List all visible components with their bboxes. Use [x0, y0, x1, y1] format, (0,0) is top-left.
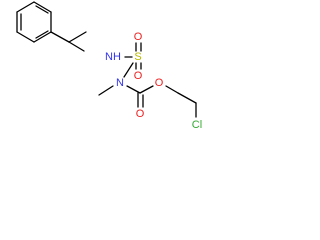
ring-double-bond — [35, 30, 49, 39]
atom-labels: NH S O O N O O Cl — [105, 31, 202, 131]
sulfonyl-nh-label: NH — [105, 51, 121, 63]
single-bond — [139, 85, 154, 94]
ring-bond — [16, 31, 35, 43]
single-bond — [165, 85, 179, 94]
ring-bond — [33, 31, 52, 43]
chemical-structure: NH S O O N O O Cl — [16, 1, 202, 131]
single-bond — [68, 31, 87, 43]
carbonyl-oxygen-label: O — [136, 108, 145, 120]
carbamate-nitrogen-label: N — [116, 77, 124, 89]
ester-oxygen-label: O — [155, 77, 164, 89]
sulfur-label: S — [134, 51, 141, 63]
single-bond — [68, 41, 85, 52]
sulfonyl-oxygen-top-label: O — [134, 31, 143, 43]
bonds — [16, 1, 197, 118]
ring-bond — [33, 1, 52, 13]
sulfonyl-oxygen-bottom-label: O — [134, 70, 143, 82]
single-bond — [98, 85, 114, 96]
single-bond — [126, 85, 141, 94]
single-bond — [50, 31, 70, 43]
chlorine-label: Cl — [192, 119, 202, 131]
single-bond — [123, 62, 134, 78]
ring-double-bond — [35, 5, 49, 14]
ring-bond — [16, 1, 35, 13]
single-bond — [177, 92, 197, 104]
